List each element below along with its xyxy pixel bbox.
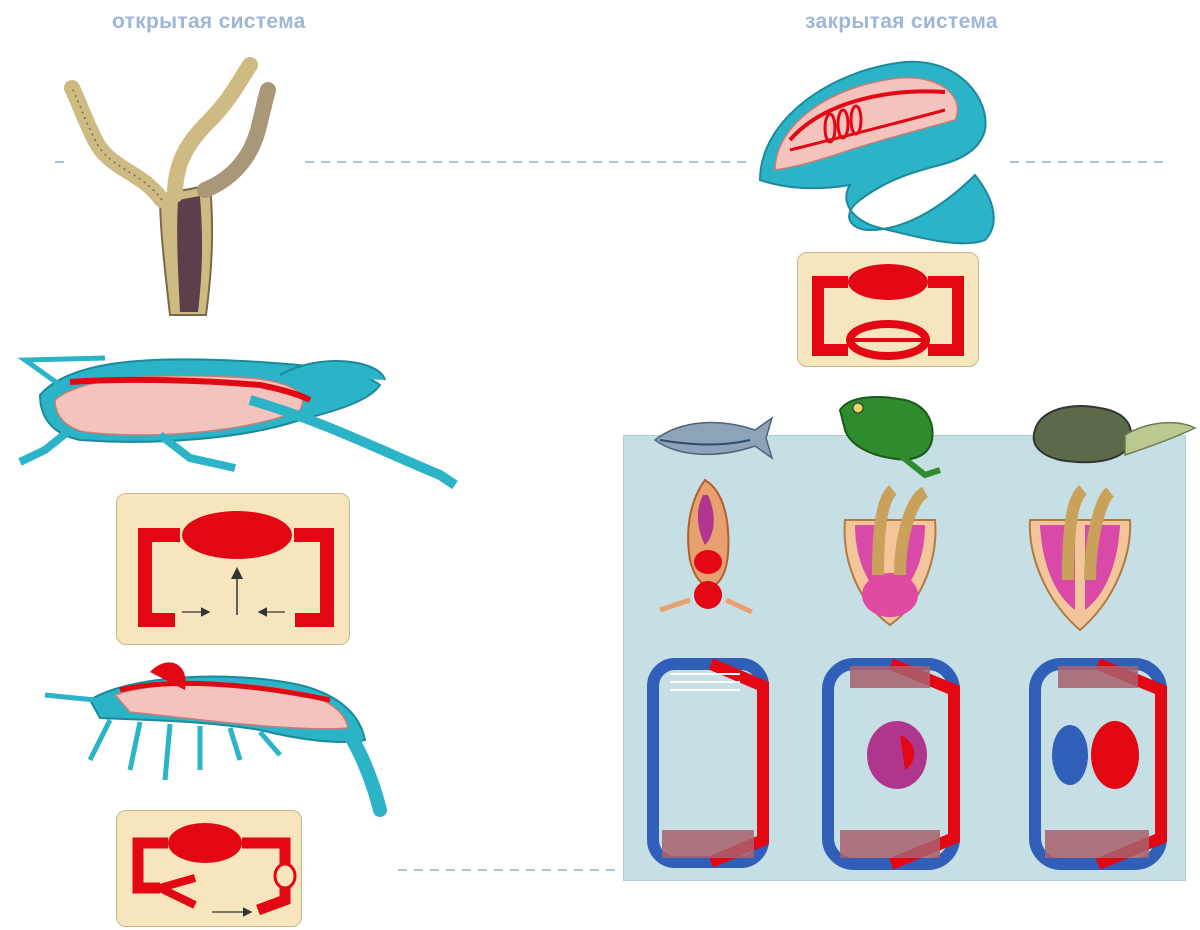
reptile-circulation-diagram	[1035, 664, 1161, 864]
shrimp-circulation-schema	[138, 823, 295, 912]
earthworm-circulation-schema	[818, 264, 958, 356]
frog-illustration	[840, 397, 940, 475]
fish-illustration	[655, 418, 772, 458]
frog-circulation-diagram	[828, 664, 954, 864]
earthworm-illustration	[760, 62, 994, 244]
shrimp-illustration	[45, 662, 380, 810]
fish-heart-illustration	[660, 480, 752, 612]
hydra-illustration	[72, 65, 268, 315]
reptile-illustration	[1034, 406, 1195, 462]
reptile-heart-illustration	[1030, 490, 1130, 630]
frog-heart-illustration	[845, 490, 936, 625]
fish-circulation-diagram	[653, 664, 763, 862]
grasshopper-circulation-schema	[145, 511, 327, 620]
grasshopper-illustration	[20, 358, 455, 485]
